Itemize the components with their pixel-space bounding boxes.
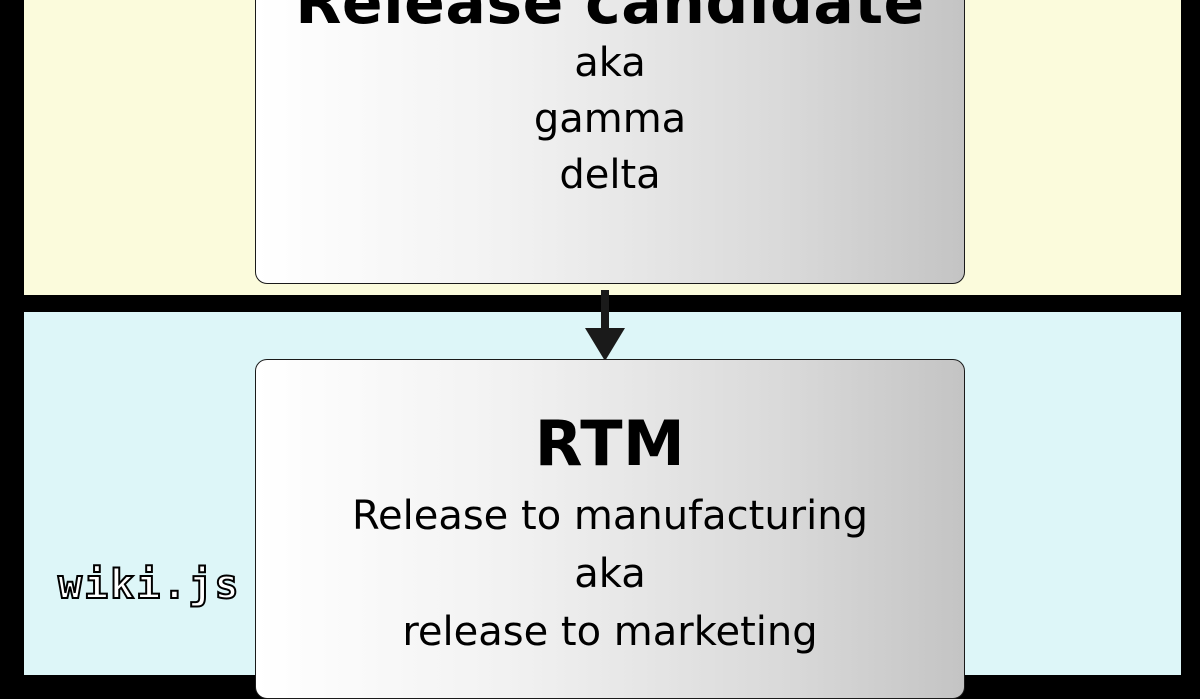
rtm-line: release to marketing [402, 609, 818, 655]
release-candidate-line: delta [559, 152, 661, 198]
rtm-line: Release to manufacturing [352, 493, 868, 539]
release-candidate-line: gamma [533, 96, 687, 142]
rtm-line: aka [574, 551, 646, 597]
watermark: wiki.js [57, 562, 241, 608]
release-candidate-box: Release candidate aka gamma delta [255, 0, 965, 284]
rtm-box: RTM Release to manufacturing aka release… [255, 359, 965, 699]
rtm-title: RTM [534, 407, 686, 480]
flow-arrow-down-icon [585, 290, 625, 361]
release-candidate-title: Release candidate [295, 0, 925, 38]
release-candidate-line: aka [574, 40, 646, 86]
